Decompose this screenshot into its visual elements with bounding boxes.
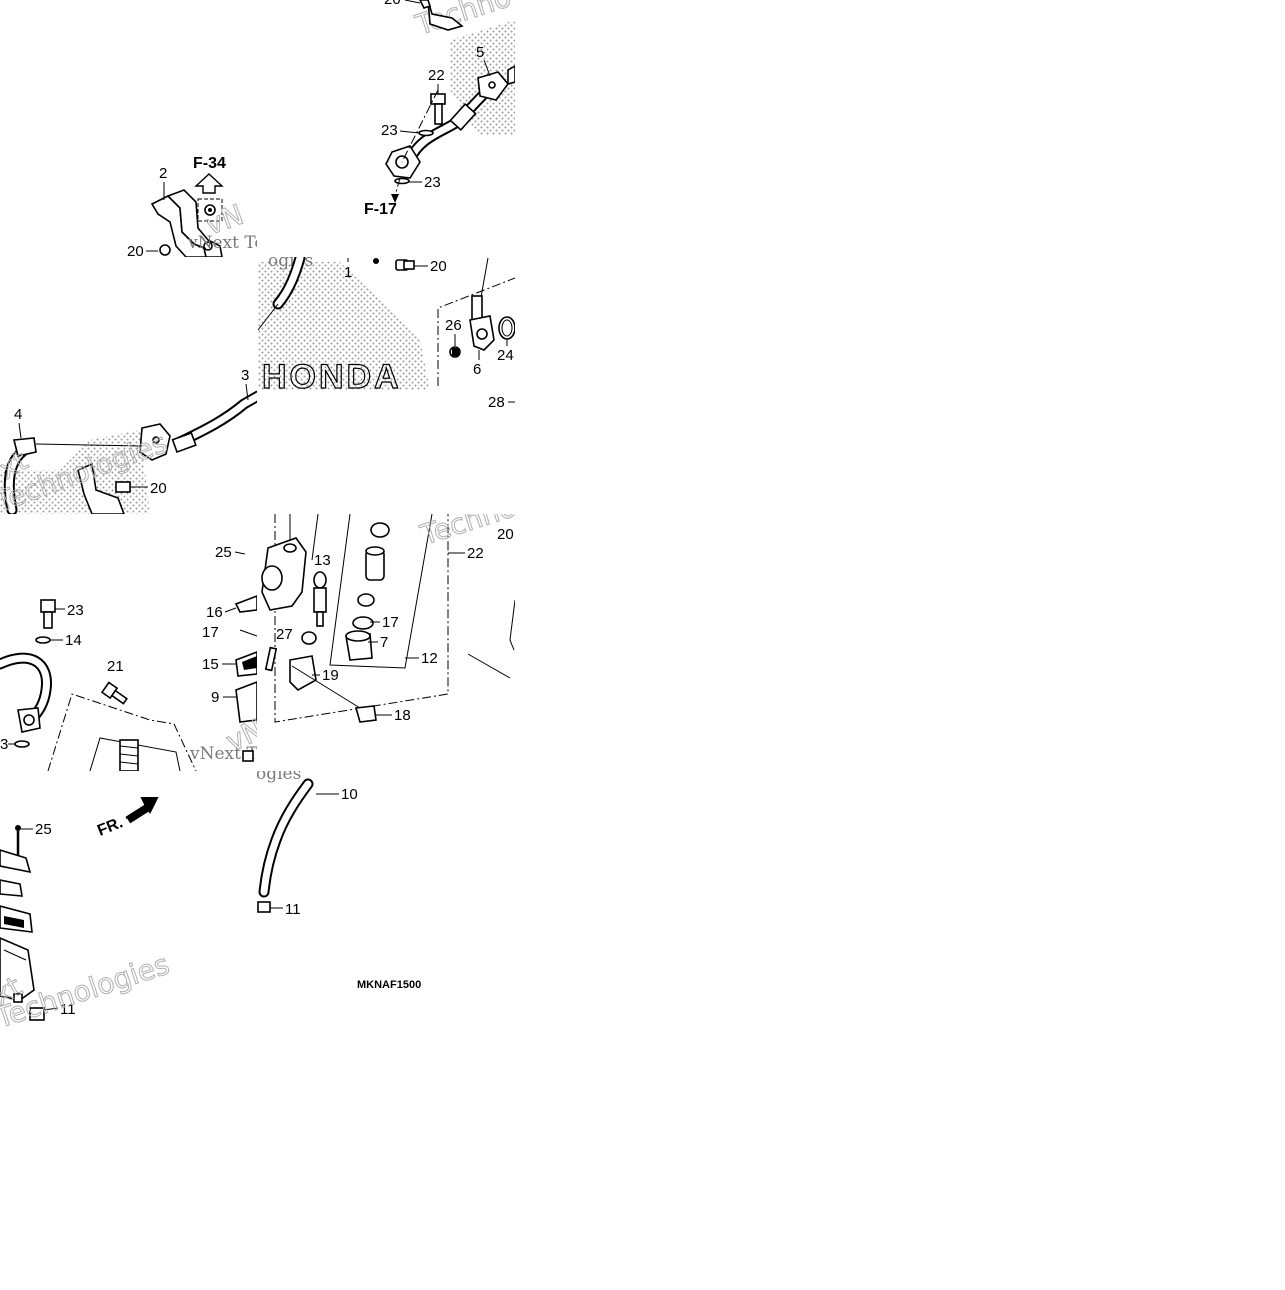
tile-front-hose: 4 3 20 xt Technologies bbox=[0, 367, 257, 514]
callout-8: 22 bbox=[467, 545, 484, 562]
circlip-17 bbox=[352, 616, 374, 630]
tile-reservoir: 8 23 14 3 21 16 17 bbox=[0, 479, 276, 771]
inset-frame bbox=[437, 277, 515, 386]
bolt-20-left bbox=[115, 481, 131, 493]
screw-11-lower bbox=[29, 1007, 45, 1021]
dotted-wing bbox=[258, 262, 430, 390]
callout-20: 20 bbox=[384, 0, 401, 8]
tile-master-cylinder: 13 17 27 7 12 19 18 22 20 Techno bbox=[261, 514, 515, 724]
reservoir-hose-10 bbox=[258, 778, 314, 898]
brand-honda: HONDA bbox=[262, 358, 402, 396]
dotted-shade-left bbox=[0, 430, 150, 514]
clip-11 bbox=[257, 901, 271, 913]
callout-15: 15 bbox=[202, 656, 219, 673]
mount-plate bbox=[77, 462, 125, 514]
callout-19: 19 bbox=[322, 667, 339, 684]
tile-reservoir-exploded: FR. 25 11 Technologies xt bbox=[0, 797, 174, 1028]
callout-20: 20 bbox=[430, 258, 447, 275]
drawing-code: MKNAF1500 bbox=[357, 979, 421, 991]
tile-honda-mark: HONDA ogies 1 20 26 24 6 28 bbox=[257, 251, 515, 411]
callout-1: 1 bbox=[344, 264, 352, 281]
callout-10: 10 bbox=[341, 786, 358, 803]
bracket-top bbox=[427, 0, 464, 31]
callout-25: 25 bbox=[215, 544, 232, 561]
seal-cup bbox=[370, 522, 390, 538]
inset-frame-12 bbox=[329, 514, 433, 669]
callout-21: 21 bbox=[107, 658, 124, 675]
callout-23: 14 bbox=[65, 632, 82, 649]
callout-28: 28 bbox=[488, 394, 505, 411]
ref-f34: F-34 bbox=[193, 155, 226, 172]
callout-11: 11 bbox=[285, 901, 301, 918]
callout-13: 13 bbox=[314, 552, 331, 569]
callout-20: 20 bbox=[150, 480, 167, 497]
watermark-vnext-2: vNext Tec bbox=[189, 744, 276, 764]
tile-bracket: F-34 2 20 vNext Tec vN bbox=[127, 155, 274, 260]
reservoir-9 bbox=[235, 681, 257, 723]
callout-4: 4 bbox=[14, 406, 22, 423]
banjo-bolt-22-lower bbox=[40, 599, 56, 613]
reservoir-cap bbox=[0, 849, 32, 874]
callout-20: 20 bbox=[497, 526, 514, 543]
callout-11: 11 bbox=[60, 1001, 76, 1018]
bolt-top bbox=[419, 0, 432, 9]
reference-arrow-icon bbox=[194, 173, 224, 194]
watermark-ogies-2: ogies bbox=[256, 764, 301, 784]
callout-12: 12 bbox=[421, 650, 438, 667]
callout-3: 3 bbox=[241, 367, 249, 384]
callout-17: 17 bbox=[382, 614, 399, 631]
callout-22: 8 bbox=[246, 479, 254, 496]
callout-23: 23 bbox=[381, 122, 398, 139]
callout-16: 17 bbox=[202, 624, 219, 641]
washer bbox=[357, 593, 375, 607]
plunger-13 bbox=[313, 571, 327, 589]
hose-ferrule bbox=[449, 103, 477, 131]
watermark-vnext-1: vNext Tec bbox=[187, 233, 274, 253]
washer-23-upper bbox=[418, 129, 434, 137]
washer-23-lower bbox=[394, 177, 410, 185]
master-cylinder-body bbox=[261, 537, 307, 611]
callout-26: 26 bbox=[445, 317, 462, 334]
callout-22: 22 bbox=[428, 67, 445, 84]
callout-24: 24 bbox=[497, 347, 514, 364]
pin-18 bbox=[354, 705, 377, 723]
tile-reservoir-hose: ogies 10 11 MKNAF1500 bbox=[256, 764, 421, 991]
screw-21 bbox=[100, 681, 128, 705]
callout-14: 16 bbox=[206, 604, 223, 621]
tile-upper-hose: Techno 5 22 23 23 F-17 bbox=[364, 0, 515, 218]
callout-2: 2 bbox=[159, 165, 167, 182]
direction-fr: FR. bbox=[95, 814, 125, 839]
callout-5: 5 bbox=[476, 44, 484, 61]
callout-9: 9 bbox=[211, 689, 219, 706]
callout-20: 20 bbox=[127, 243, 144, 260]
callout-25: 25 bbox=[35, 821, 52, 838]
callout-22: 23 bbox=[67, 602, 84, 619]
nut-27 bbox=[301, 631, 317, 645]
washer-23 bbox=[35, 636, 51, 644]
watermark-ogies-1: ogies bbox=[268, 251, 313, 271]
callout-23: 23 bbox=[424, 174, 441, 191]
banjo-bolt-22 bbox=[430, 93, 446, 105]
callout-7: 7 bbox=[380, 634, 388, 651]
callout-27: 27 bbox=[276, 626, 293, 643]
reservoir-body bbox=[0, 937, 35, 1001]
callout-6: 6 bbox=[473, 361, 481, 378]
ref-f17: F-17 bbox=[364, 201, 397, 218]
pipe-fitting-4 bbox=[12, 437, 37, 457]
callout-3: 3 bbox=[0, 736, 8, 753]
cap-14 bbox=[234, 595, 257, 613]
inset-frame-lower bbox=[47, 693, 197, 771]
bolt-20 bbox=[159, 244, 171, 256]
callout-18: 18 bbox=[394, 707, 411, 724]
gasket bbox=[0, 879, 23, 897]
